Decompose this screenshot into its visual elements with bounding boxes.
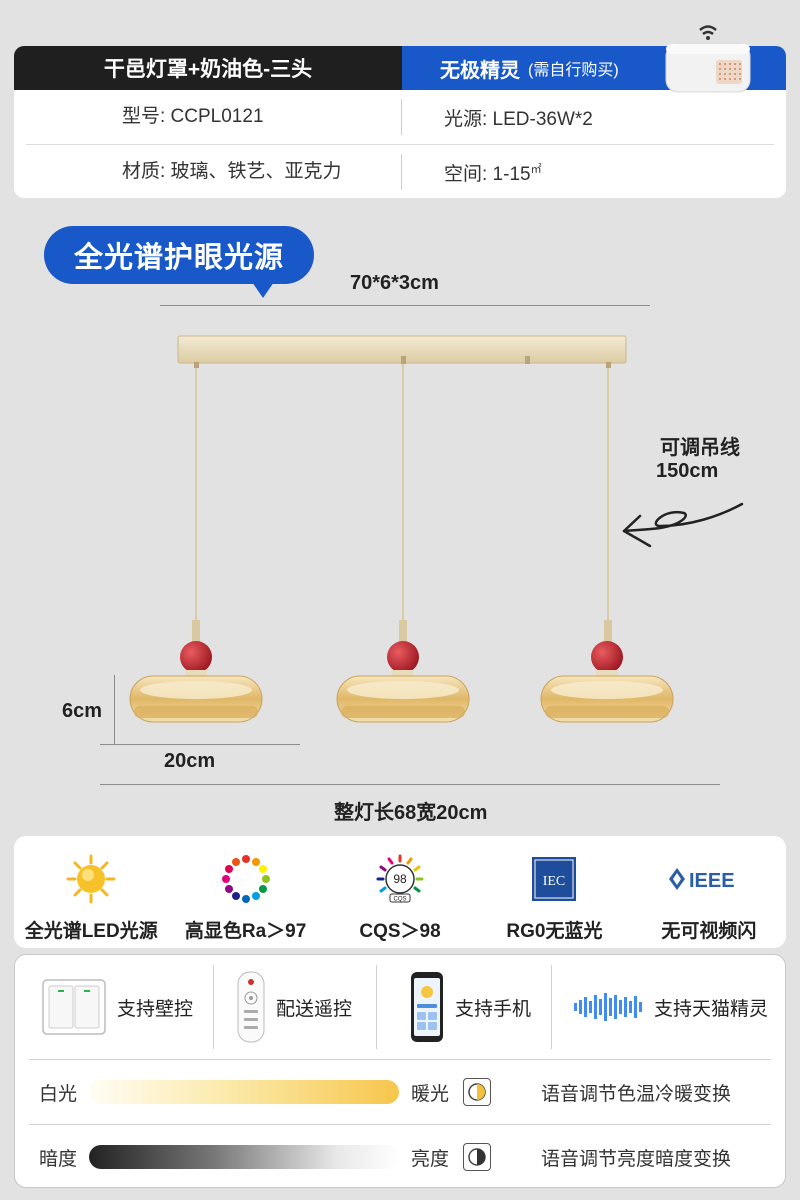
feature-no-blue-light: IEC RG0无蓝光 (477, 836, 631, 948)
eye-care-badge: 全光谱护眼光源 (44, 226, 314, 284)
color-temp-row: 白光 暖光 语音调节色温冷暖变换 (15, 1060, 785, 1124)
color-wheel-icon (221, 855, 270, 903)
feature-label: RG0无蓝光 (506, 921, 603, 942)
brightness-gradient (89, 1145, 400, 1169)
cqs-icon: 98 CQS (376, 854, 424, 903)
remote-control-icon (237, 971, 265, 1043)
space-unit: ㎡ (530, 163, 542, 176)
brightness-row: 暗度 亮度 语音调节亮度暗度变换 (15, 1125, 785, 1189)
color-temp-right-label: 暖光 (411, 1083, 450, 1105)
divider (29, 1124, 771, 1125)
separator (376, 965, 377, 1049)
voice-wave-icon (574, 993, 642, 1021)
divider (29, 1059, 771, 1060)
brightness-icon (463, 1143, 492, 1171)
feature-label: CQS＞98 (359, 921, 441, 942)
light-source: 光源: LED-36W*2 (444, 108, 593, 130)
color-temp-gradient (89, 1080, 400, 1104)
feature-label: 全光谱LED光源 (24, 921, 158, 942)
control-voice: 支持天猫精灵 (552, 987, 768, 1027)
half-sun-icon (468, 1083, 486, 1101)
shade-width-label: 20cm (164, 750, 216, 772)
ieee-logo-text: IEEE (689, 870, 735, 892)
space-range: 空间: 1-15㎡ (402, 159, 542, 186)
speaker-name: 无极精灵 (440, 59, 520, 82)
pendant-lamp-illustration (129, 335, 744, 723)
feature-label: 高显色Ra＞97 (184, 921, 307, 942)
space-value: 空间: 1-15 (444, 163, 531, 185)
brightness-desc: 语音调节亮度暗度变换 (541, 1148, 732, 1170)
half-circle-icon (468, 1148, 486, 1166)
separator (551, 965, 552, 1049)
control-remote: 配送遥控 (214, 970, 376, 1044)
sun-icon (66, 854, 116, 904)
bar-size-label: 70*6*3cm (350, 272, 439, 294)
shade-height-line (114, 675, 115, 745)
color-temp-icon (463, 1078, 492, 1106)
feature-full-spectrum: 全光谱LED光源 (14, 836, 168, 948)
overall-dimension-line (100, 784, 720, 785)
product-title: 干邑灯罩+奶油色-三头 (14, 46, 402, 90)
ieee-logo: IEEE (668, 868, 735, 892)
feature-no-flicker: IEEE 无可视频闪 (632, 836, 786, 948)
model-number: 型号: CCPL0121 (14, 99, 402, 135)
control-label: 支持手机 (455, 998, 532, 1020)
shade-height-label: 6cm (62, 700, 103, 722)
iec-logo-text: IEC (543, 874, 566, 889)
wall-switch-icon (42, 979, 106, 1035)
control-phone: 支持手机 (377, 970, 551, 1044)
color-temp-left-label: 白光 (39, 1083, 78, 1105)
control-label: 配送遥控 (276, 998, 353, 1020)
color-temp-desc: 语音调节色温冷暖变换 (541, 1083, 732, 1105)
cqs-sub: CQS (394, 897, 407, 903)
feature-high-cri: 高显色Ra＞97 (168, 836, 322, 948)
brightness-right-label: 亮度 (411, 1148, 450, 1170)
control-label: 支持天猫精灵 (654, 998, 769, 1020)
speaker-note: (需自行购买) (528, 62, 619, 79)
feature-label: 无可视频闪 (661, 921, 757, 942)
overall-size-label: 整灯长68宽20cm (334, 802, 488, 824)
badge-tail (252, 282, 274, 298)
feature-cqs: 98 CQS CQS＞98 (323, 836, 477, 948)
iec-logo: IEC (532, 857, 577, 901)
spec-row-2: 材质: 玻璃、铁艺、亚克力 空间: 1-15㎡ (14, 145, 786, 198)
phone-icon (411, 972, 443, 1042)
separator (213, 965, 214, 1049)
controls-card: 支持壁控 配送遥控 (14, 954, 786, 1188)
brightness-left-label: 暗度 (39, 1148, 78, 1170)
material: 材质: 玻璃、铁艺、亚克力 (14, 154, 402, 190)
cqs-value: 98 (393, 872, 407, 886)
shade-width-line (100, 744, 300, 745)
features-card: 全光谱LED光源 高显色Ra＞97 (14, 836, 786, 948)
smart-speaker-icon (665, 25, 751, 93)
spec-row-1: 型号: CCPL0121 光源: LED-36W*2 (14, 90, 786, 144)
control-methods: 支持壁控 配送遥控 (15, 955, 785, 1059)
control-label: 支持壁控 (117, 998, 194, 1020)
cable-title: 可调吊线 (660, 437, 740, 459)
spec-divider (26, 144, 774, 145)
cable-length: 150cm (656, 460, 719, 482)
control-wall-switch: 支持壁控 (15, 978, 213, 1036)
bar-dimension-line (160, 305, 650, 306)
